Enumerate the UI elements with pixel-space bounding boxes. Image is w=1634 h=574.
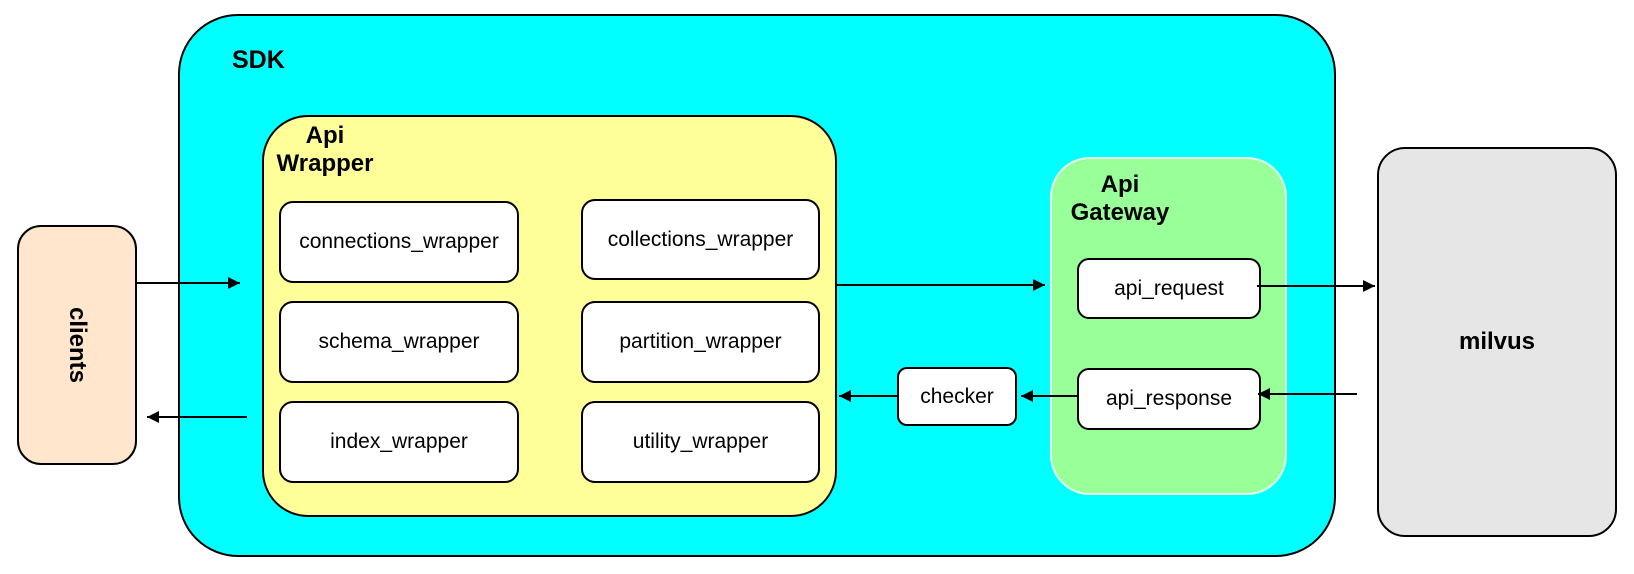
module-partition-wrapper: partition_wrapper (581, 301, 820, 383)
api-gateway-box: Api Gateway api_request api_response (1050, 157, 1287, 495)
api-wrapper-label: Api Wrapper (264, 122, 386, 178)
module-index-wrapper-label: index_wrapper (330, 430, 468, 453)
module-utility-wrapper-label: utility_wrapper (632, 430, 769, 453)
module-connections-wrapper-label: connections_wrapper (299, 230, 499, 253)
api-wrapper-label-line2: Wrapper (276, 150, 374, 177)
module-schema-wrapper: schema_wrapper (279, 301, 519, 383)
checker-label: checker (920, 384, 994, 408)
api-wrapper-box: Api Wrapper connections_wrapper collecti… (262, 115, 837, 517)
clients-label: clients (64, 306, 91, 384)
module-api-response: api_response (1077, 368, 1261, 430)
module-utility-wrapper: utility_wrapper (581, 401, 820, 483)
module-api-response-label: api_response (1105, 387, 1233, 410)
module-partition-wrapper-label: partition_wrapper (619, 330, 782, 353)
api-gateway-label-line2: Gateway (1070, 199, 1170, 226)
api-gateway-label: Api Gateway (1070, 171, 1170, 227)
module-api-request-label: api_request (1114, 276, 1224, 300)
module-schema-wrapper-label: schema_wrapper (318, 330, 480, 353)
module-api-request: api_request (1077, 258, 1261, 319)
milvus-label: milvus (1458, 328, 1536, 355)
module-connections-wrapper: connections_wrapper (279, 201, 519, 283)
module-collections-wrapper-label: collections_wrapper (607, 227, 794, 251)
api-wrapper-label-line1: Api (305, 122, 345, 149)
module-collections-wrapper: collections_wrapper (581, 199, 820, 280)
clients-box: clients (17, 225, 137, 465)
milvus-box: milvus (1377, 147, 1617, 537)
sdk-label: SDK (232, 46, 285, 74)
module-index-wrapper: index_wrapper (279, 401, 519, 483)
checker-box: checker (897, 367, 1017, 426)
api-gateway-label-line1: Api (1100, 171, 1140, 198)
